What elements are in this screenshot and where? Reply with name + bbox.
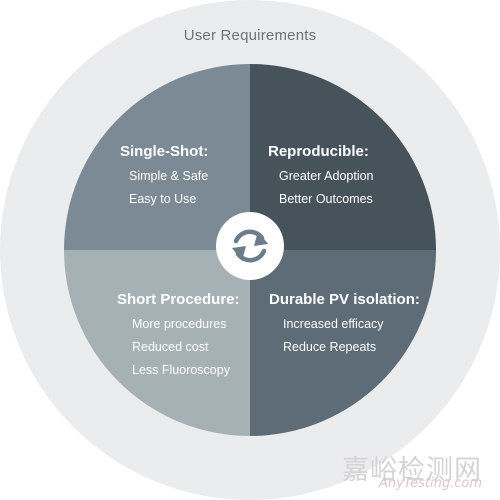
quadrant-heading: Short Procedure: (117, 291, 240, 308)
diagram-title: User Requirements (183, 27, 317, 44)
quadrant-reproducible: Reproducible: Greater Adoption Better Ou… (268, 143, 374, 206)
center-circle (216, 212, 284, 280)
quadrant-top-right (250, 64, 436, 250)
quadrant-heading: Reproducible: (268, 143, 369, 160)
quadrant-short-procedure: Short Procedure: More procedures Reduced… (117, 291, 240, 377)
quadrant-bottom-left (64, 250, 250, 436)
quadrant-single-shot: Single-Shot: Simple & Safe Easy to Use (120, 143, 208, 206)
quadrant-top-left (64, 64, 250, 250)
quadrant-item: Simple & Safe (129, 169, 209, 183)
quadrant-item: Reduce Repeats (283, 340, 377, 354)
quadrant-item: Easy to Use (129, 192, 197, 206)
quadrant-item: Better Outcomes (279, 192, 373, 206)
refresh-cycle-icon (232, 229, 268, 263)
quadrant-item: Increased efficacy (283, 317, 384, 331)
quadrant-item: Less Fluoroscopy (132, 363, 230, 377)
watermark-chinese: 嘉峪检测网 (342, 455, 482, 486)
quadrant-item: More procedures (132, 317, 227, 331)
quadrant-item: Reduced cost (132, 340, 209, 354)
quadrant-durable-pv-isolation: Durable PV isolation: Increased efficacy… (269, 291, 420, 354)
watermark-english: AnyTesting.com (378, 476, 482, 491)
quadrant-heading: Single-Shot: (120, 143, 209, 160)
quadrant-bottom-right (250, 250, 436, 436)
quadrant-item: Greater Adoption (279, 169, 374, 183)
quadrant-heading: Durable PV isolation: (269, 291, 420, 308)
